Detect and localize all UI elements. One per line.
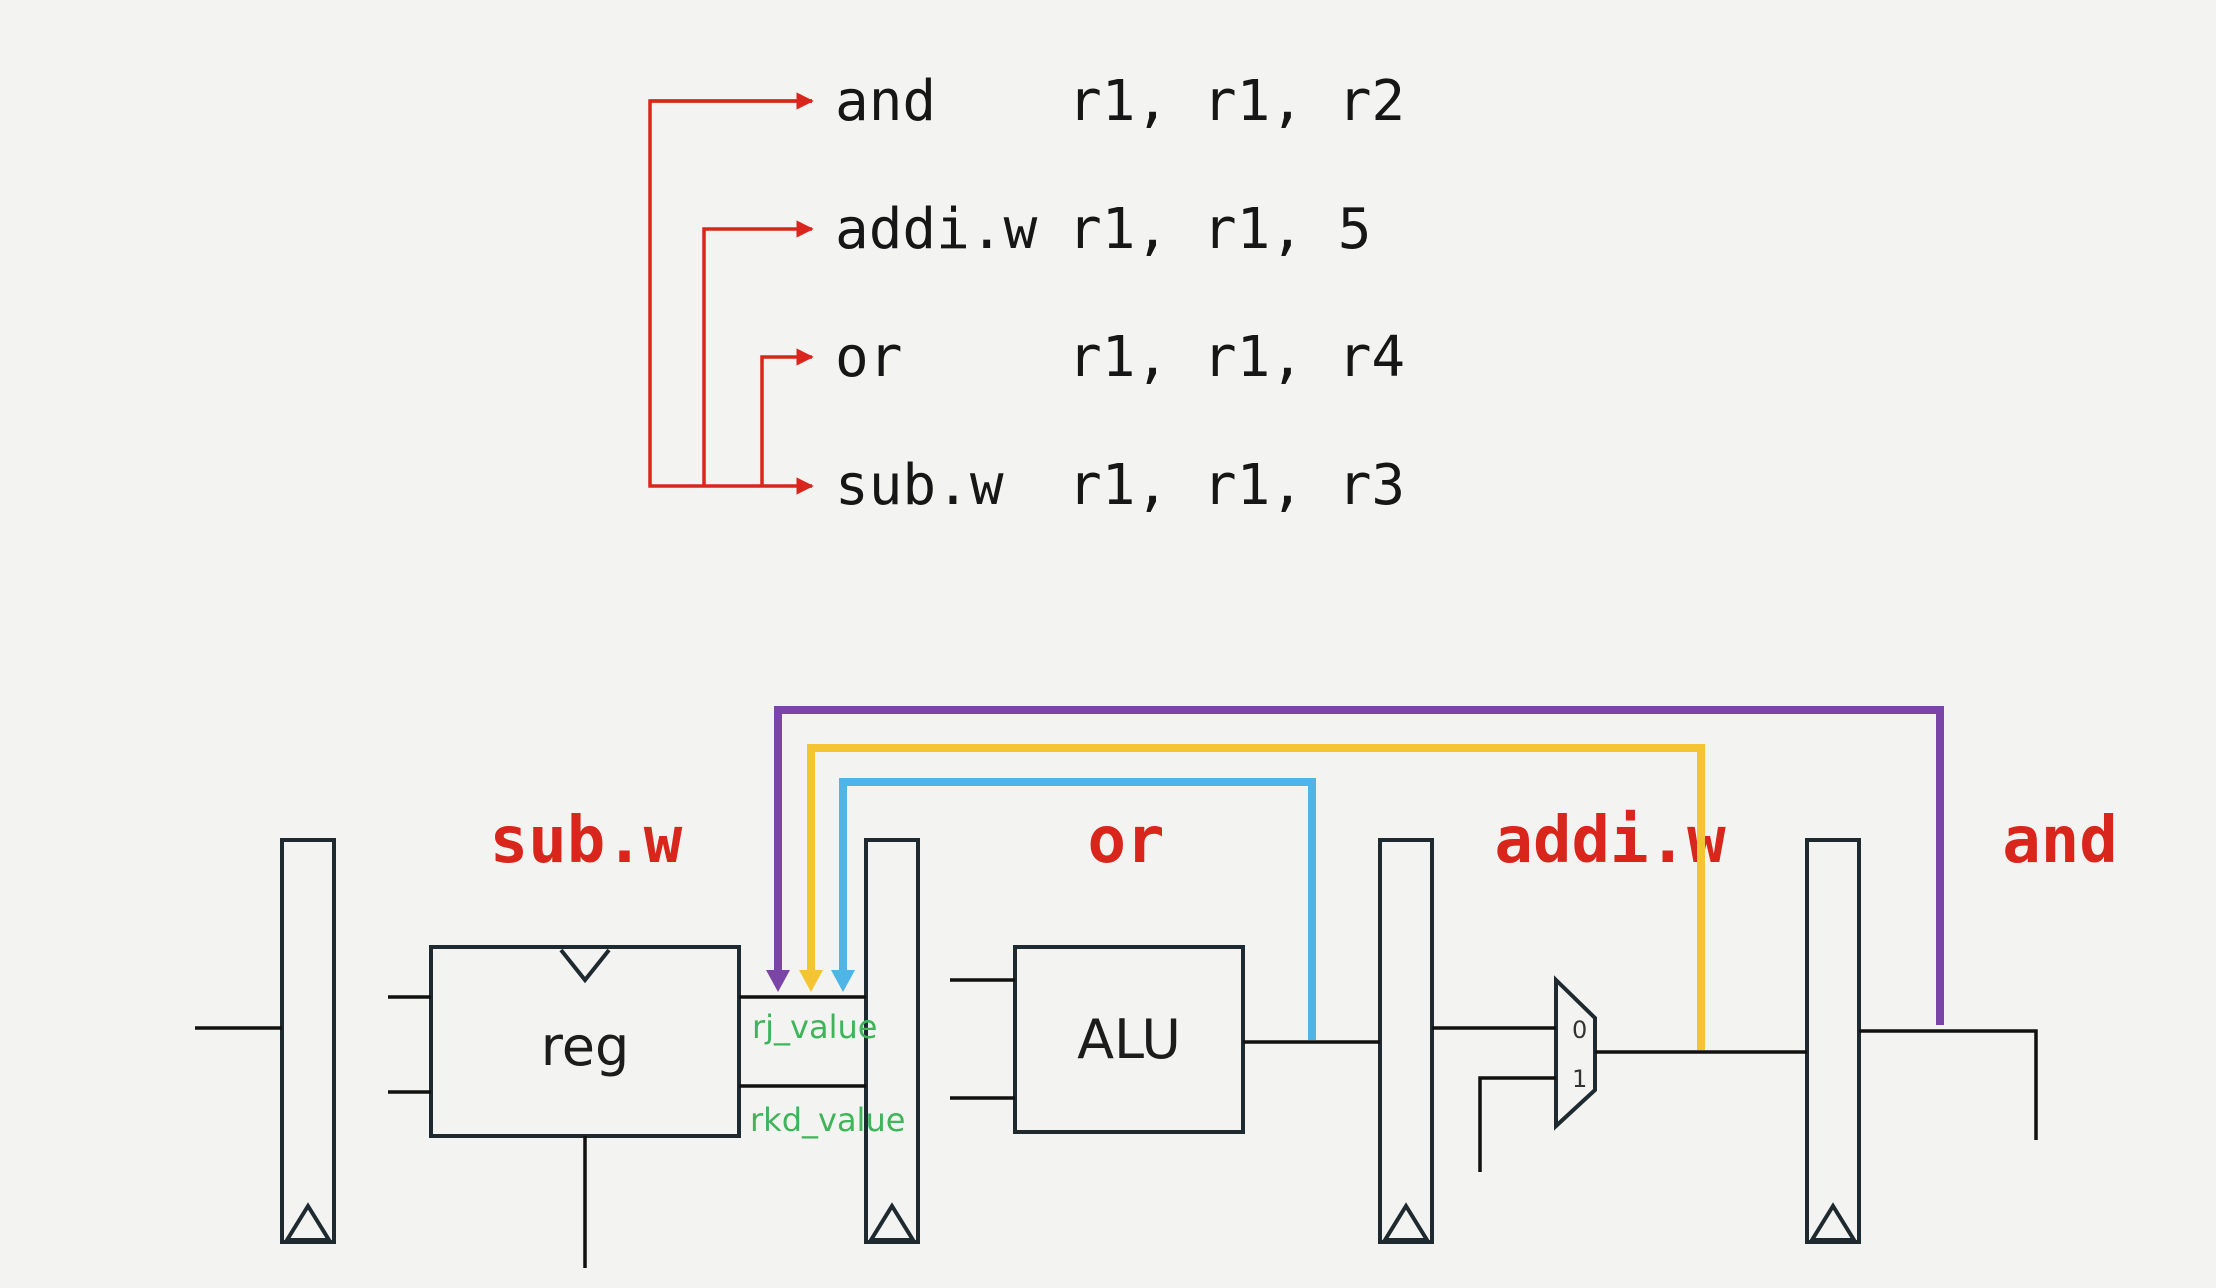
clock-triangle-icon xyxy=(1381,1202,1431,1242)
instruction-row: or r1, r1, r4 xyxy=(835,325,1405,390)
clock-triangle-icon xyxy=(559,948,611,984)
pipeline-register-1 xyxy=(280,838,336,1244)
instruction-operands: r1, r1, r4 xyxy=(1068,325,1405,390)
alu: ALU xyxy=(1013,945,1245,1134)
instruction-op: and xyxy=(835,69,936,134)
instruction-operands: r1, r1, r3 xyxy=(1068,453,1405,518)
alu-body xyxy=(1013,945,1245,1134)
register-file: reg xyxy=(429,945,741,1138)
pipeline-register-body xyxy=(1805,838,1861,1244)
instruction-op: sub.w xyxy=(835,453,1004,518)
forward-arrowhead-and xyxy=(766,970,790,992)
dependency-arrows xyxy=(648,92,814,495)
instruction-list: and r1, r1, r2 addi.w r1, r1, 5 or r1, r… xyxy=(835,69,1405,518)
dependency-arrow-and xyxy=(648,99,814,495)
forward-arrowhead-or xyxy=(831,970,855,992)
mux-input-label: 1 xyxy=(1572,1065,1587,1093)
forward-arrowhead-addi xyxy=(799,970,823,992)
instruction-row: addi.w r1, r1, 5 xyxy=(835,197,1371,262)
pipeline-register-2 xyxy=(864,838,920,1244)
forward-path-or xyxy=(839,778,1316,1040)
pipeline-register-4 xyxy=(1805,838,1861,1244)
instruction-row: sub.w r1, r1, r3 xyxy=(835,453,1405,518)
stage-label-sub: sub.w xyxy=(490,804,683,878)
wire xyxy=(1859,1029,2038,1140)
instruction-operands: r1, r1, r2 xyxy=(1068,69,1405,134)
register-file-label: reg xyxy=(541,1015,630,1078)
instruction-operands: r1, r1, 5 xyxy=(1068,197,1371,262)
dependency-arrow-or xyxy=(760,348,814,486)
forwarding-paths xyxy=(766,706,1944,1050)
mux-input-label: 0 xyxy=(1572,1016,1587,1044)
stage-label-or: or xyxy=(1087,804,1164,878)
stage-label-and: and xyxy=(2002,804,2118,878)
dependency-arrow-addi xyxy=(702,220,814,486)
signal-label-rj: rj_value xyxy=(752,1008,877,1046)
clock-triangle-icon xyxy=(1808,1202,1858,1242)
stage-label-addi: addi.w xyxy=(1494,804,1726,878)
forward-path-addi xyxy=(807,744,1705,1050)
instruction-row: and r1, r1, r2 xyxy=(835,69,1405,134)
mux: 0 1 xyxy=(1554,975,1597,1131)
mux-body xyxy=(1554,975,1597,1131)
wire xyxy=(1478,1076,1556,1172)
signal-label-rkd: rkd_value xyxy=(750,1101,905,1139)
pipeline-register-body xyxy=(1378,838,1434,1244)
instruction-op: or xyxy=(835,325,902,390)
clock-triangle-icon xyxy=(867,1202,917,1242)
forward-path-and xyxy=(774,706,1944,1025)
alu-label: ALU xyxy=(1077,1008,1181,1071)
clock-triangle-icon xyxy=(283,1202,333,1242)
pipeline-register-3 xyxy=(1378,838,1434,1244)
pipeline-register-body xyxy=(280,838,336,1244)
instruction-op: addi.w xyxy=(835,197,1038,262)
datapath-wires xyxy=(195,978,2038,1268)
